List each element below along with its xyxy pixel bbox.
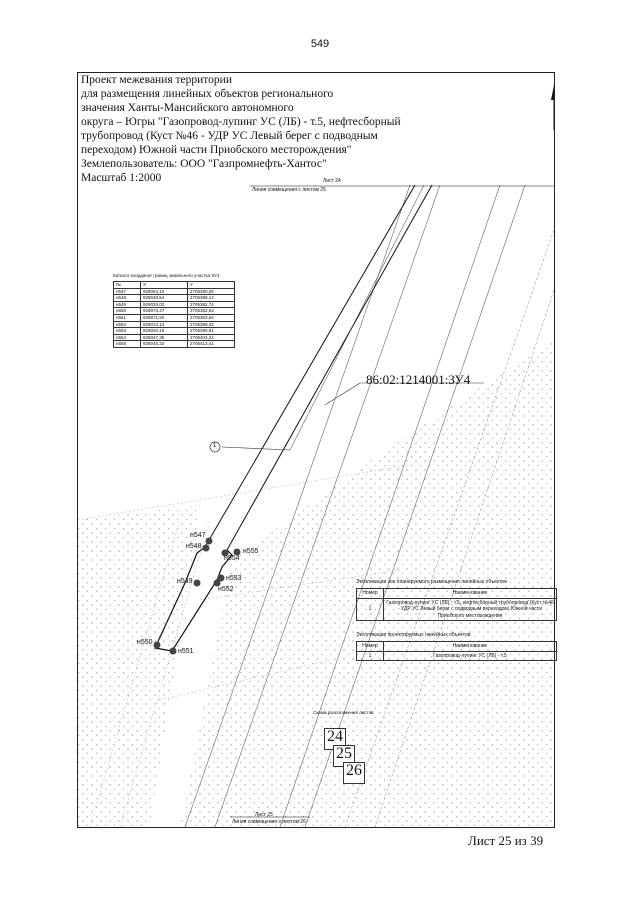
table-cell: 2705403,22 [187,333,235,342]
table-row: 1 Газопровод-лупинг УС (ЛБ) - т.5, нефте… [356,597,557,621]
table-cell: 928873,47 [140,307,188,315]
point-n550 [153,641,161,649]
top-match-line: Линия совмещения с листом 25 [252,187,326,193]
table-cell: 2705363,64 [187,313,235,322]
table-cell: 928048,54 [140,294,188,302]
table-header: Номер [356,641,384,652]
table-cell: 928047,35 [140,333,188,342]
point-n551 [169,647,177,655]
table-cell: н552 [113,320,141,329]
table-cell: н554 [113,333,141,342]
table-cell: 929020,15 [140,327,188,335]
sheet-box-25: 25 [333,745,355,767]
table-cell: н551 [113,313,141,322]
table-header: Наименование [383,588,557,599]
title-block: Проект межевания территории для размещен… [81,73,401,185]
table-header: Номер [356,588,384,599]
point-n548 [202,544,210,552]
table-header: X [140,281,188,289]
table-cell: 2705389,32 [187,320,235,329]
land-area-right [180,340,554,827]
point-label-n547: н547 [190,532,206,539]
table-cell: 928871,92 [140,313,188,322]
title-line: Землепользователь: ООО "Газпромнефть-Хан… [81,158,327,170]
point-n549 [193,579,201,587]
bottom-sheet-label: Лист 25 [255,812,273,818]
table-cell: Газопровод-лупинг УС (ЛБ) - т.5 [383,650,557,661]
coordinate-table-title: Каталог координат границ земельного учас… [113,273,220,278]
page-number: 549 [310,38,330,50]
title-line: переходом) Южной части Приобского местор… [81,144,352,156]
point-label-n553: н553 [226,575,242,582]
point-n547 [205,537,213,545]
legend-zones: Экспликация зон планируемого размещения … [356,579,557,621]
point-label-n554: н554 [224,555,240,562]
table-cell: н549 [113,300,141,309]
point-n552 [213,579,221,587]
point-label-n551: н551 [178,648,194,655]
zone-boundary-left [204,184,416,548]
table-cell: н548 [113,294,141,302]
table-cell: 928014,14 [140,320,188,329]
legend-objects: Экспликация проектируемых линейных объек… [356,632,557,661]
parcel-label: 86:02:1214001:ЗУ4 [366,372,471,387]
table-cell: 2705390,91 [187,327,235,335]
title-line: округа – Югры "Газопровод-лупинг УС (ЛБ)… [81,116,401,128]
table-cell: н547 [113,287,141,296]
table-cell: 1 [356,597,384,621]
table-cell: 928045,32 [140,340,188,348]
bottom-match-line: Линия совмещения с листом 26 [232,819,306,825]
table-cell: 2705382,74 [187,300,235,309]
table-header: Y [187,281,235,289]
table-cell: 2705413,41 [187,340,235,348]
sheet-box-26: 26 [343,762,365,784]
point-label-n548: н548 [186,543,202,550]
point-label-n550: н550 [137,639,153,646]
point-label-n555: н555 [243,548,259,555]
table-header: Наименование [383,641,557,652]
point-n555 [233,548,241,556]
point-label-n552: н552 [218,586,234,593]
table-cell: 2705389,14 [187,294,235,302]
table-cell: 2705390,08 [187,287,235,296]
point-label-n549: н549 [177,578,193,585]
table-cell: 2705352,63 [187,307,235,315]
layout-scheme-title: Схема расположения листов [313,710,374,715]
title-line: трубопровод (Куст №46 - УДР УС Левый бер… [81,130,378,142]
table-cell: н550 [113,307,141,315]
table-cell: н553 [113,327,141,335]
object-marker: 1 [213,443,217,449]
table-cell: 928054,10 [140,287,188,296]
sheet-footer: Лист 25 из 39 [468,833,544,848]
coordinate-table: Каталог координат границ земельного учас… [113,273,235,348]
table-cell: 1 [356,650,384,661]
legend-objects-title: Экспликация проектируемых линейных объек… [356,632,471,638]
table-cell: 929028,02 [140,300,188,309]
point-n554 [221,549,229,557]
table-header: № [113,281,141,289]
point-n553 [217,574,225,582]
drawing-frame [77,72,555,828]
zone-boundary-right [226,184,433,551]
legend-zones-title: Экспликация зон планируемого размещения … [356,579,507,585]
title-line: Масштаб 1:2000 [81,172,162,184]
title-line: значения Ханты-Мансийского автономного [81,102,294,114]
title-line: для размещения линейных объектов региона… [81,88,334,100]
land-area-left [78,505,200,827]
table-cell: Газопровод-лупинг УС (ЛБ) - т.5, нефтесб… [383,597,557,621]
table-row: 1 Газопровод-лупинг УС (ЛБ) - т.5 [356,650,557,661]
title-line: Проект межевания территории [81,74,232,86]
top-sheet-label: Лист 24 [323,178,341,184]
table-cell: н555 [113,340,141,348]
